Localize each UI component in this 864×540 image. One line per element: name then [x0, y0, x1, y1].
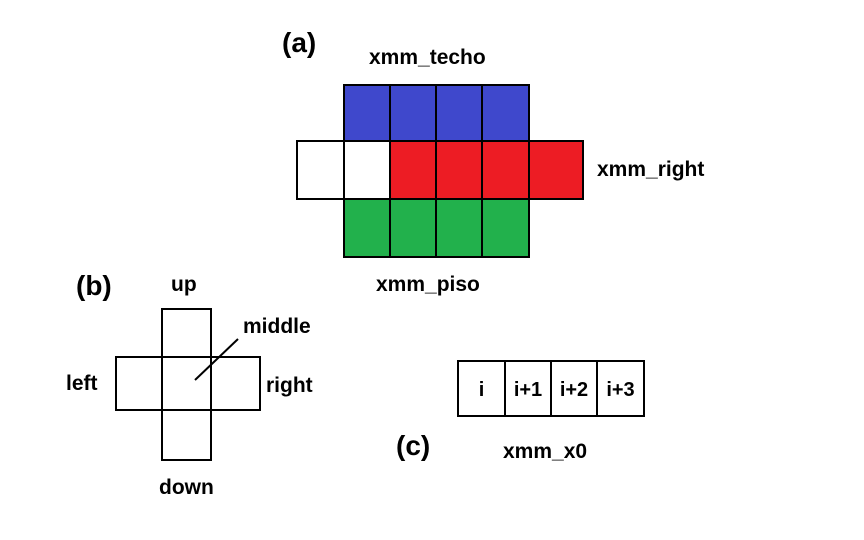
register-label: xmm_x0 [503, 440, 588, 463]
right-empty-cell-2 [343, 140, 391, 200]
piso-label: xmm_piso [376, 273, 480, 296]
piso-cell-2 [389, 198, 437, 258]
right-cell-3 [481, 140, 530, 200]
panel-b-label: (b) [76, 270, 112, 301]
register-cell-label-2: i+1 [514, 379, 542, 401]
right-row [296, 140, 584, 200]
cross-up [161, 308, 212, 358]
register-cell-label-4: i+3 [606, 379, 634, 401]
middle-label: middle [243, 315, 311, 338]
register-x0: i i+1 i+2 i+3 [457, 360, 645, 417]
left-label: left [66, 372, 98, 395]
right-label: xmm_right [597, 158, 705, 181]
right-cell-1 [389, 140, 437, 200]
techo-cell-3 [435, 84, 483, 142]
piso-cell-4 [481, 198, 530, 258]
register-cell-2 [504, 360, 552, 417]
register-cell-label-1: i [479, 379, 485, 401]
register-cell-4 [596, 360, 645, 417]
piso-row [343, 198, 530, 258]
right-cell-2 [435, 140, 483, 200]
cross-left [115, 356, 163, 411]
up-label: up [171, 273, 197, 296]
register-cell-3 [550, 360, 598, 417]
middle-pointer-line [194, 338, 239, 381]
panel-a-label: (a) [282, 27, 317, 58]
techo-cell-2 [389, 84, 437, 142]
cross-middle [161, 356, 212, 411]
right-dir-label: right [266, 374, 313, 397]
techo-label: xmm_techo [369, 46, 486, 69]
down-label: down [159, 476, 214, 499]
piso-cell-1 [343, 198, 391, 258]
right-empty-cell-1 [296, 140, 345, 200]
cross-down [161, 409, 212, 461]
techo-row [343, 84, 530, 142]
piso-cell-3 [435, 198, 483, 258]
techo-cell-1 [343, 84, 391, 142]
stencil-cross [115, 308, 261, 461]
register-cell-label-3: i+2 [560, 379, 588, 401]
techo-cell-4 [481, 84, 530, 142]
panel-c-label: (c) [396, 430, 431, 461]
cross-right [210, 356, 261, 411]
right-cell-4 [528, 140, 584, 200]
